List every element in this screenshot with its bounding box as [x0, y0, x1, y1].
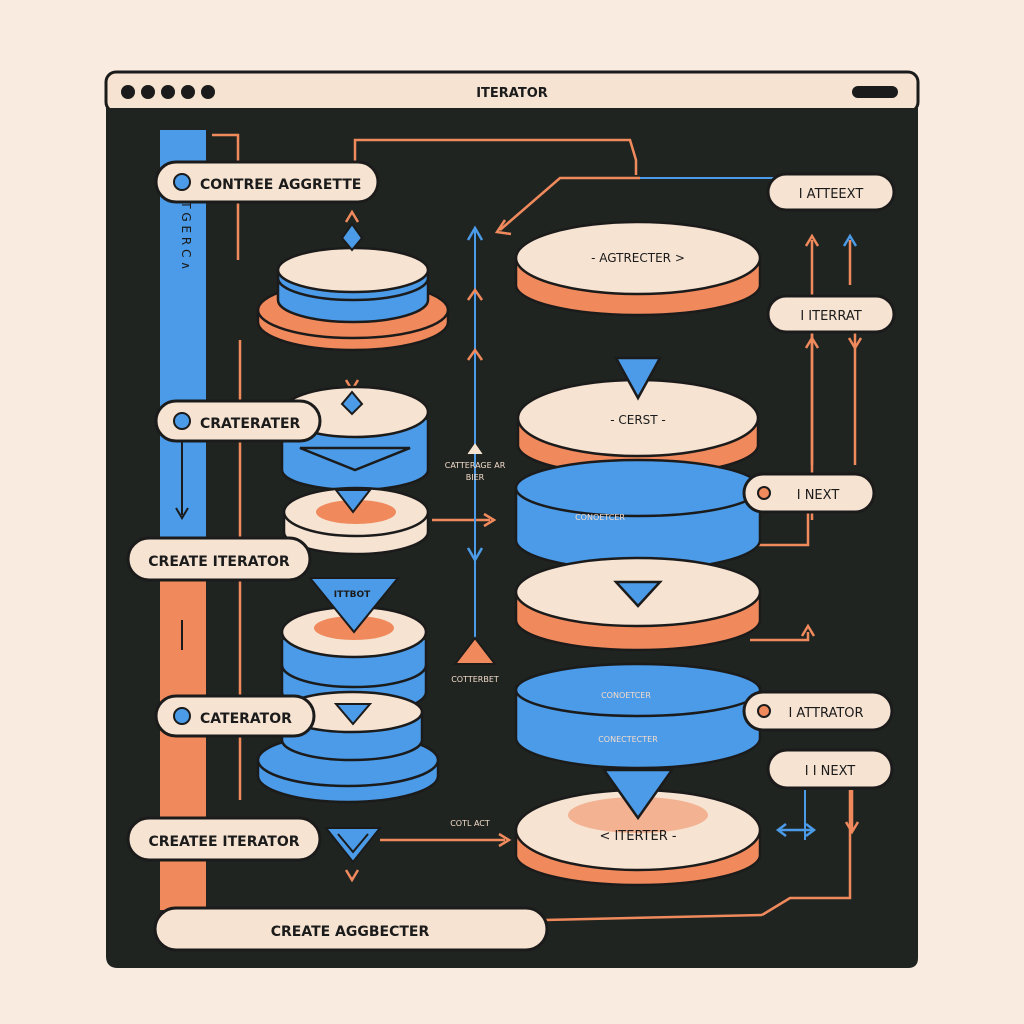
- label-cotl-act: COTL ACT: [450, 819, 490, 828]
- window-dots: [121, 85, 215, 99]
- disk-iterter: [514, 788, 762, 887]
- disk-cerst: [516, 378, 760, 477]
- left-pills: CONTREE AGGRETTE CRATERATER CREATE ITERA…: [126, 160, 549, 952]
- window-frame: ITERATOR: [104, 70, 920, 114]
- side-bar: I T G E R C ∧: [160, 130, 206, 910]
- window-dot-1[interactable]: [121, 85, 135, 99]
- disk-agtrecter: [514, 220, 762, 317]
- dot-icon: [757, 704, 771, 718]
- right-disk-stack: [514, 220, 762, 887]
- dot-icon: [757, 486, 771, 500]
- left-pill-3-label: CREATE ITERATOR: [148, 554, 290, 570]
- center-notes: CATTERAGE AR BIER COTTERBET COTL ACT: [445, 443, 506, 828]
- down-triangle-icon-3: [333, 703, 373, 726]
- left-stack-markers: [307, 222, 498, 864]
- right-disk-labels: - AGTRECTER > - CERST - CONOETCER CONOET…: [575, 251, 685, 844]
- left-pill-6[interactable]: CREATE AGGBECTER: [153, 906, 549, 952]
- window-dot-3[interactable]: [161, 85, 175, 99]
- center-note-2: BIER: [466, 473, 485, 482]
- window-dot-5[interactable]: [201, 85, 215, 99]
- disk-label-conoetcer-2: CONOETCER: [601, 691, 651, 700]
- left-pill-4[interactable]: CATERATOR: [154, 694, 316, 738]
- disk-3: [282, 486, 430, 556]
- down-triangle-icon-2: [307, 577, 401, 634]
- right-pill-3[interactable]: I NEXT: [742, 472, 876, 514]
- window-title: ITERATOR: [476, 86, 548, 101]
- right-pill-3-label: I NEXT: [797, 488, 840, 503]
- disk-1: [256, 246, 450, 352]
- disk-2: [280, 385, 430, 492]
- disk-conoetcer-2: [514, 662, 762, 770]
- left-pill-4-label: CATERATOR: [200, 711, 292, 727]
- right-pill-4[interactable]: I ATTRATOR: [742, 690, 894, 732]
- right-pill-4-label: I ATTRATOR: [788, 706, 863, 721]
- right-pill-1-label: I ATTEEXT: [799, 187, 864, 202]
- disk-label-cerst: - CERST -: [610, 413, 666, 427]
- dot-icon: [173, 173, 191, 191]
- left-pill-2-label: CRATERATER: [200, 416, 301, 432]
- right-pill-2-label: I ITERRAT: [800, 309, 861, 324]
- right-pills: I ATTEEXT I ITERRAT I NEXT I ATTRATOR I …: [742, 172, 896, 790]
- disk-label-conecter: CONECTECTER: [598, 735, 658, 744]
- left-pill-2[interactable]: CRATERATER: [154, 399, 322, 443]
- window-dot-2[interactable]: [141, 85, 155, 99]
- left-pill-5[interactable]: CREATEE ITERATOR: [126, 816, 322, 862]
- dot-icon: [173, 707, 191, 725]
- label-cotterbet: COTTERBET: [451, 675, 499, 684]
- side-bar-vertical-text: I T G E R C ∧: [179, 194, 193, 270]
- down-triangle-icon-1: [333, 489, 373, 514]
- label-ittbot: ITTBOT: [334, 590, 371, 600]
- diamond-icon-2: [340, 390, 364, 416]
- arrow-heads: [344, 209, 863, 883]
- right-pill-1[interactable]: I ATTEEXT: [766, 172, 896, 212]
- right-pill-5[interactable]: I I NEXT: [766, 748, 894, 790]
- center-note-1: CATTERAGE AR: [445, 461, 506, 470]
- window-dot-4[interactable]: [181, 85, 195, 99]
- disk-label-agtrecter: - AGTRECTER >: [591, 251, 685, 265]
- disk-conoetcer: [514, 458, 762, 572]
- right-pill-2[interactable]: I ITERRAT: [766, 294, 896, 334]
- down-triangle-icon-right-2: [601, 768, 675, 821]
- double-arrow-icon: [775, 823, 817, 837]
- diamond-icon-1: [340, 222, 364, 252]
- window-control-bar[interactable]: [852, 86, 898, 98]
- disk-label-iterter: < ITERTER -: [599, 829, 676, 844]
- disk-label-conoetcer: CONOETCER: [575, 513, 625, 522]
- left-pill-6-label: CREATE AGGBECTER: [271, 924, 430, 940]
- left-pill-1[interactable]: CONTREE AGGRETTE: [154, 160, 380, 204]
- right-pill-5-label: I I NEXT: [805, 764, 856, 779]
- disk-middle: [514, 556, 762, 652]
- dot-icon: [173, 412, 191, 430]
- down-triangle-icon-right-1: [613, 356, 663, 401]
- left-pill-5-label: CREATEE ITERATOR: [149, 834, 300, 850]
- up-triangle-icon: [452, 636, 498, 665]
- left-pill-3[interactable]: CREATE ITERATOR: [126, 536, 312, 582]
- connector-lines-blue: [474, 177, 806, 840]
- left-pill-1-label: CONTREE AGGRETTE: [200, 177, 361, 193]
